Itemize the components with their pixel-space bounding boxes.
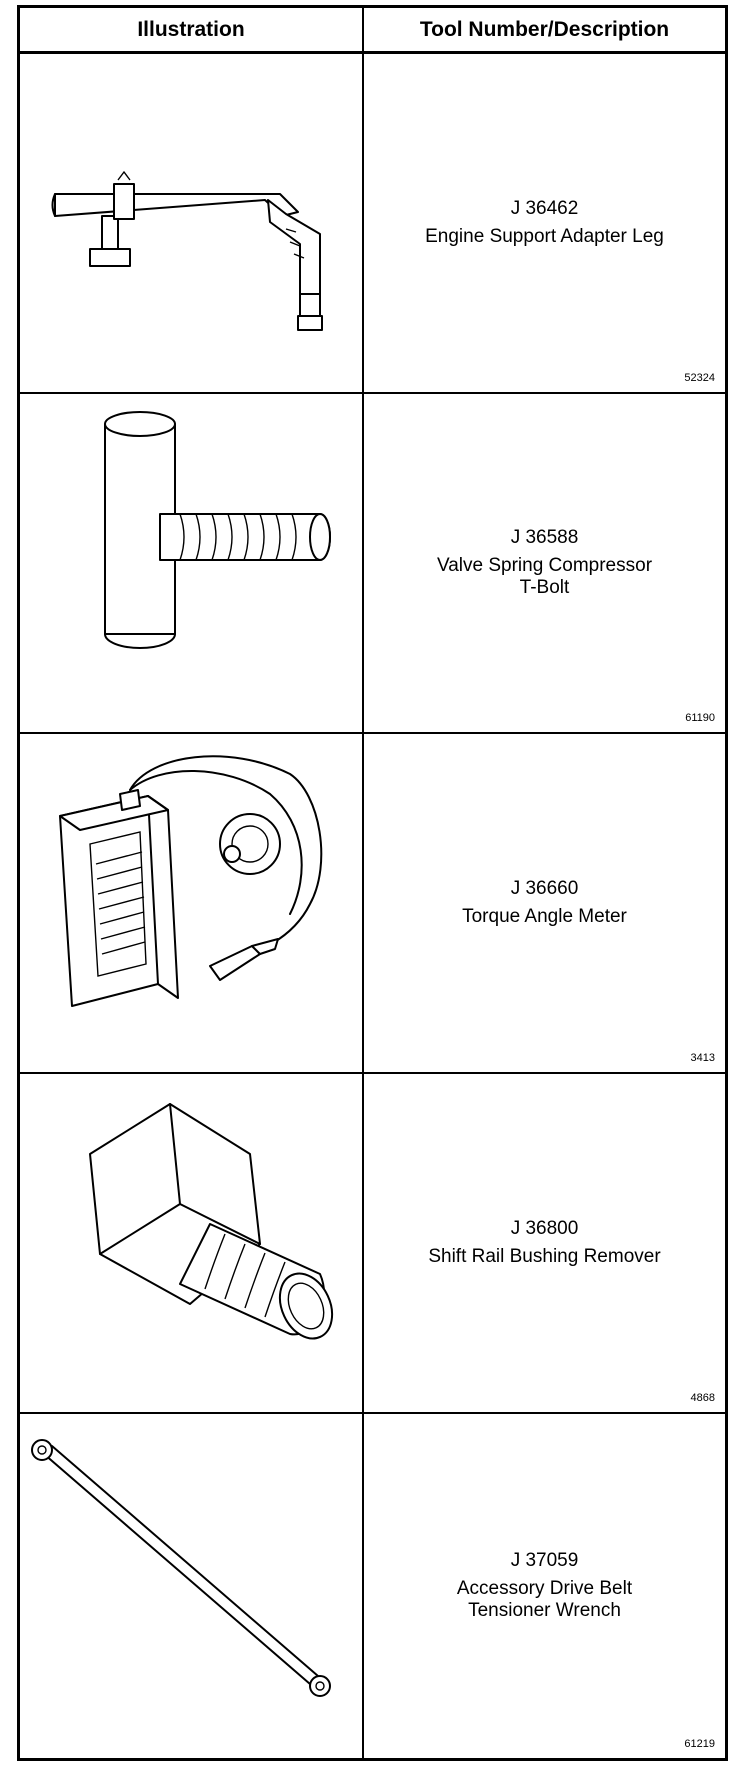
- illustration-cell: [20, 1414, 362, 1758]
- illustration-cell: [20, 1074, 362, 1412]
- figure-number: 3413: [690, 1052, 715, 1064]
- tool-number: J 36462: [510, 198, 579, 219]
- tool-number: J 36800: [510, 1218, 579, 1239]
- figure-number: 4868: [690, 1392, 715, 1404]
- tool-number: J 36660: [510, 878, 579, 899]
- tensioner-wrench-icon: [31, 1439, 331, 1697]
- tool-description-cell: J 36800 Shift Rail Bushing Remover: [364, 1074, 725, 1412]
- table-row: 61190 J 36588 Valve Spring Compressor T-…: [20, 394, 725, 734]
- tool-description-cell: J 36462 Engine Support Adapter Leg: [364, 54, 725, 392]
- torque-angle-meter-icon: [59, 755, 323, 1007]
- tool-number: J 37059: [510, 1550, 579, 1571]
- figure-number: 61190: [685, 712, 715, 724]
- illustration-cell: [20, 734, 362, 1072]
- illustration-cell: [20, 54, 362, 392]
- t-bolt-icon: [104, 411, 331, 649]
- tool-description: Accessory Drive Belt Tensioner Wrench: [456, 1578, 633, 1621]
- table-row: 52324 J 36462 Engine Support Adapter Leg: [20, 54, 725, 394]
- tool-description-cell: J 36588 Valve Spring Compressor T-Bolt: [364, 394, 725, 732]
- figure-number: 61219: [684, 1738, 715, 1750]
- illustration-cell: [20, 394, 362, 732]
- tool-description: Shift Rail Bushing Remover: [428, 1246, 661, 1267]
- header-illustration: Illustration: [137, 17, 245, 41]
- tool-description-cell: J 36660 Torque Angle Meter: [364, 734, 725, 1072]
- tool-description: Engine Support Adapter Leg: [425, 226, 664, 247]
- special-tools-table: Illustration Tool Number/Description 523…: [17, 5, 728, 1761]
- tool-number: J 36588: [510, 527, 579, 548]
- table-row: 3413 J 36660 Torque Angle Meter: [20, 734, 725, 1074]
- figure-number: 52324: [684, 372, 715, 384]
- table-row: 61219 J 37059 Accessory Drive Belt Tensi…: [20, 1414, 725, 1758]
- tool-description-cell: J 37059 Accessory Drive Belt Tensioner W…: [364, 1414, 725, 1758]
- tool-description: Torque Angle Meter: [462, 906, 627, 927]
- column-divider: [362, 8, 364, 1758]
- tool-description: Valve Spring Compressor T-Bolt: [436, 555, 653, 598]
- engine-support-adapter-leg-icon: [51, 170, 323, 331]
- table-row: 4868 J 36800 Shift Rail Bushing Remover: [20, 1074, 725, 1414]
- table-header: Illustration Tool Number/Description: [20, 8, 725, 54]
- header-tool-number: Tool Number/Description: [419, 17, 670, 41]
- bushing-remover-icon: [89, 1103, 334, 1340]
